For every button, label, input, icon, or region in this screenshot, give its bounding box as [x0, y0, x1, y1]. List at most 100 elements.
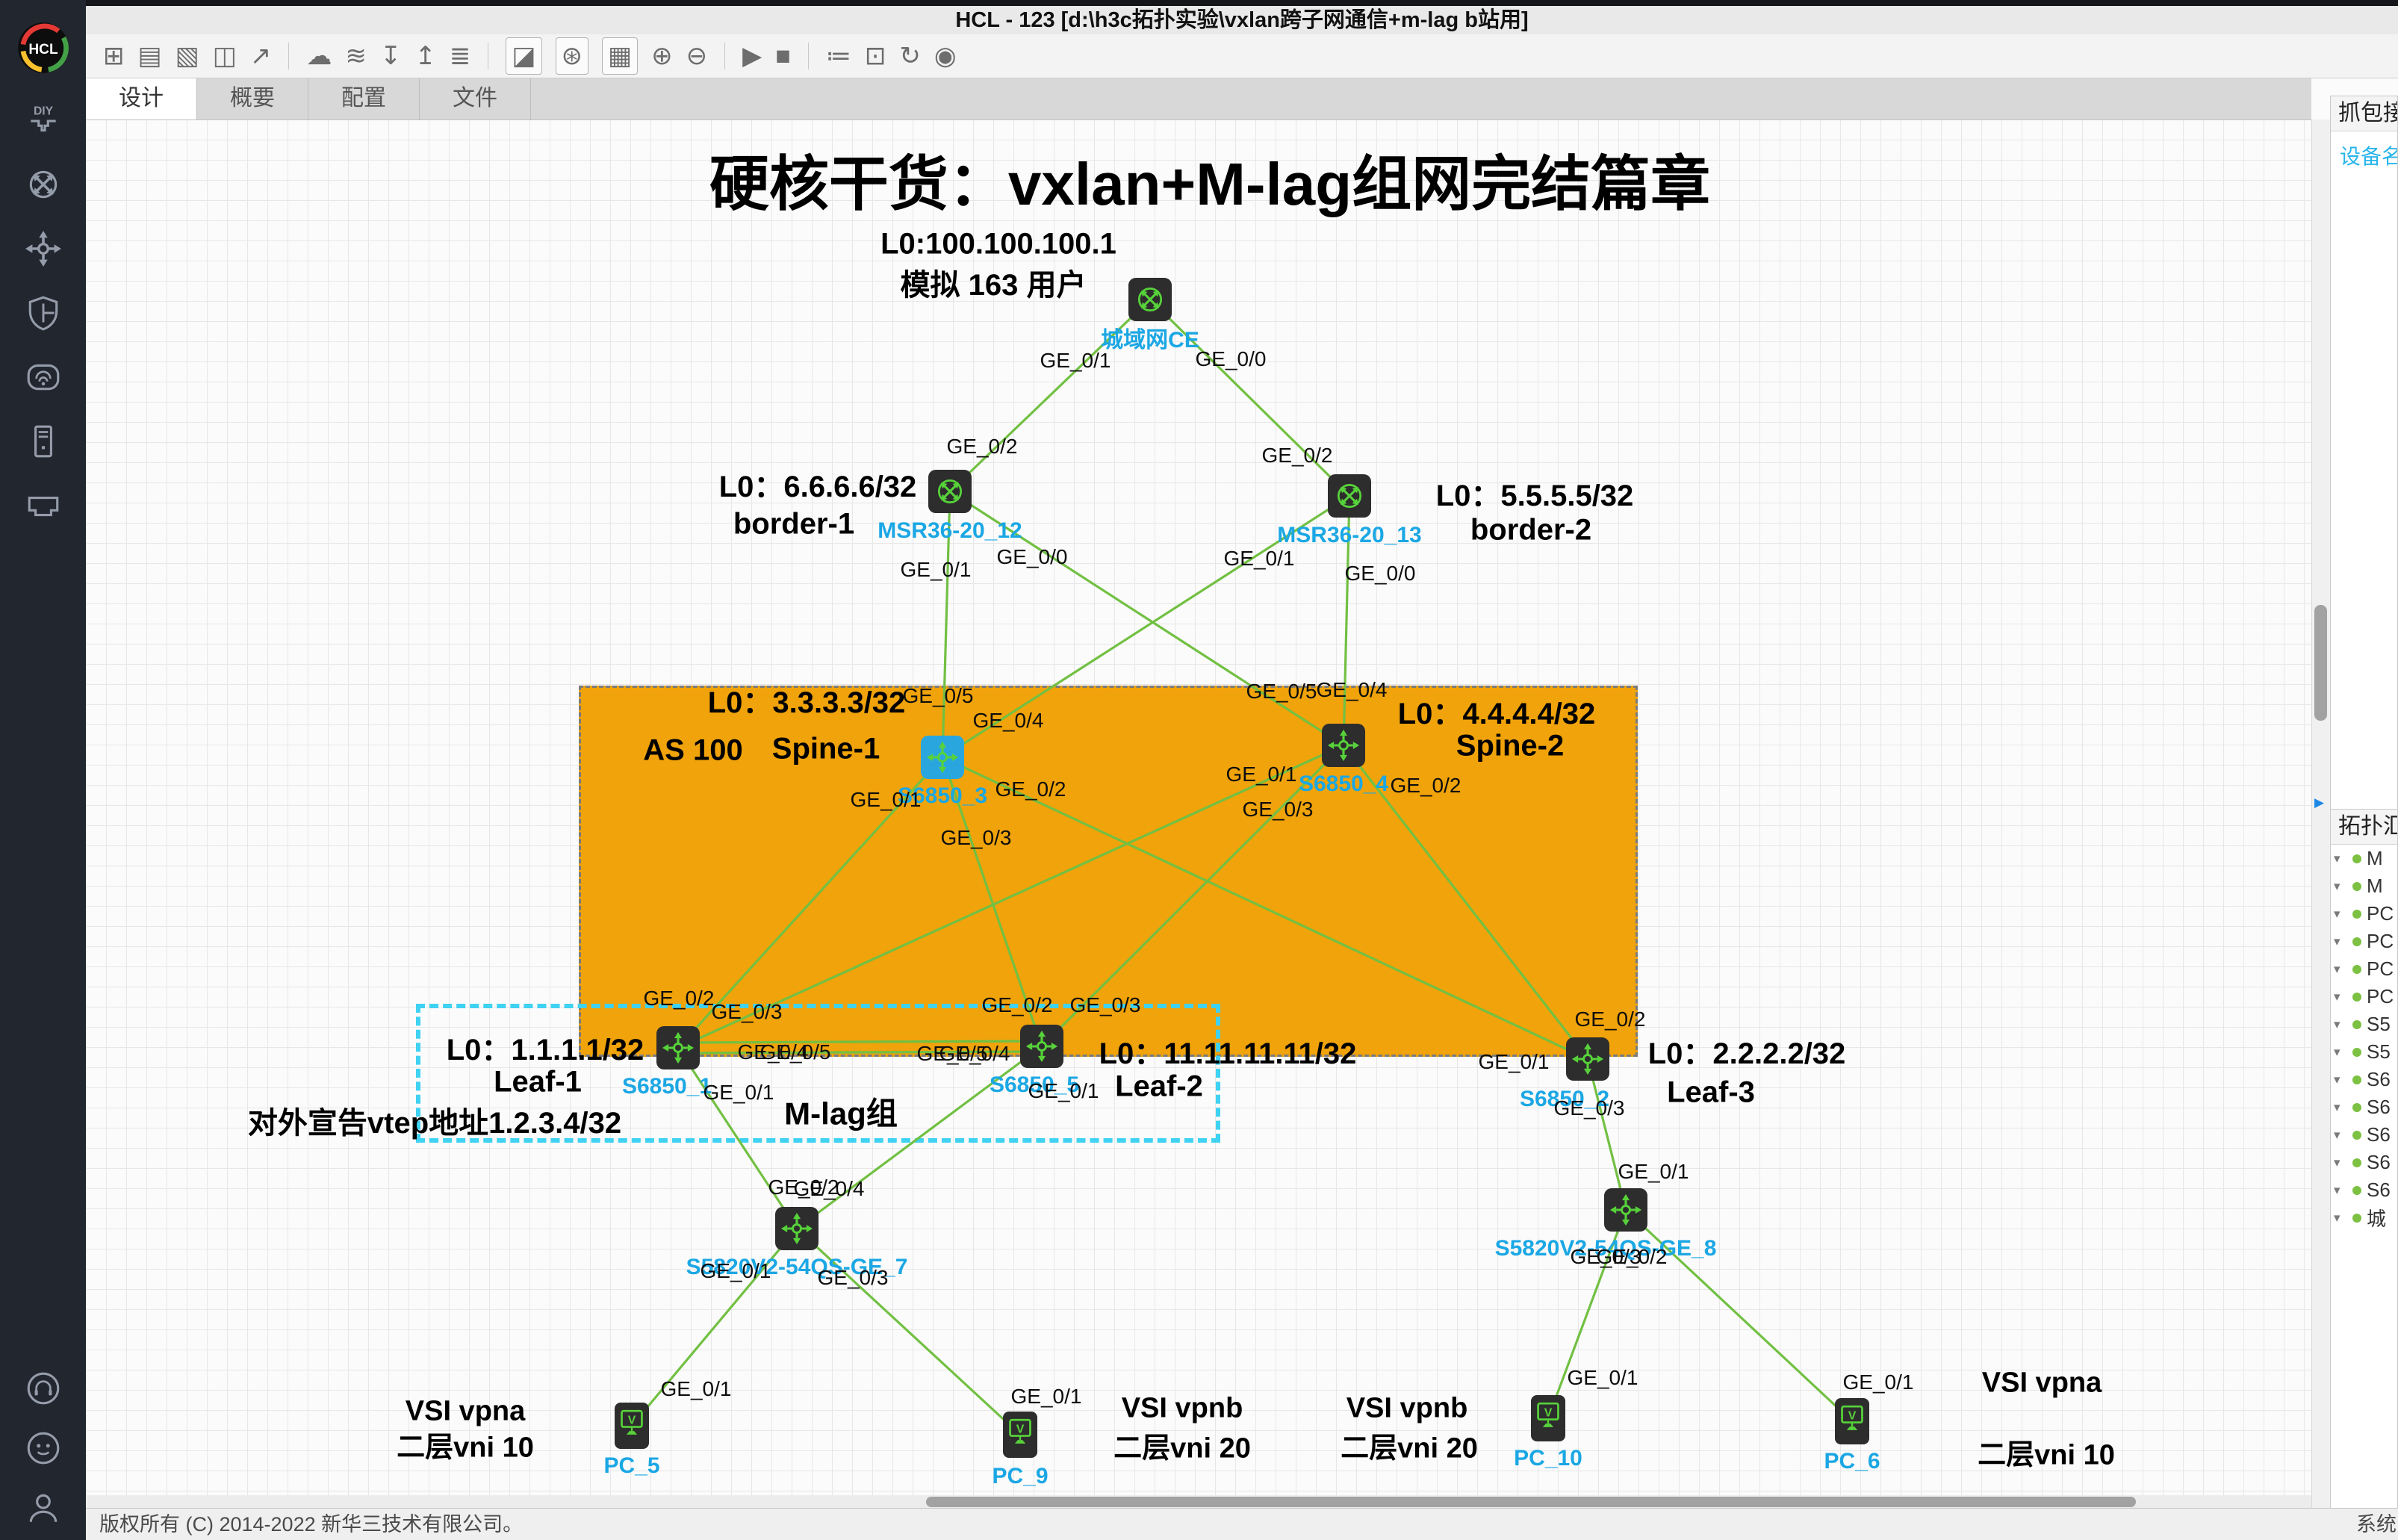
device-tree-item[interactable]: ▾S5 [2331, 1038, 2397, 1066]
tab-config[interactable]: 配置 [308, 78, 420, 119]
device-status-dot [2352, 881, 2361, 891]
chevron-down-icon[interactable]: ▾ [2334, 989, 2340, 1004]
node-l1[interactable] [656, 1026, 700, 1069]
network-settings-button[interactable]: ⊛ [555, 37, 588, 75]
annotation-text: L0：6.6.6.6/32 [718, 471, 917, 503]
device-tree-item[interactable]: ▾S6 [2331, 1149, 2397, 1176]
diy-device-icon[interactable] [25, 102, 62, 139]
chevron-down-icon[interactable]: ▾ [2334, 1072, 2340, 1087]
export-button[interactable]: ↥ [414, 42, 436, 70]
firewall-icon[interactable] [25, 294, 62, 332]
add-connection-button[interactable]: ↻ [899, 42, 921, 70]
wireless-icon[interactable] [25, 358, 62, 396]
chevron-down-icon[interactable]: ▾ [2334, 906, 2340, 921]
user-icon[interactable] [25, 1489, 62, 1527]
chevron-down-icon[interactable]: ▾ [2334, 1155, 2340, 1170]
device-tree-item[interactable]: ▾城 [2331, 1204, 2397, 1232]
device-filter-link[interactable]: 设备名 [2340, 145, 2397, 168]
project-folder-button[interactable]: ▧ [175, 42, 199, 70]
router-icon [934, 475, 966, 508]
node-pc5[interactable] [615, 1403, 649, 1449]
grid-view-button[interactable]: ▦ [602, 37, 639, 75]
chevron-down-icon[interactable]: ▾ [2334, 1127, 2340, 1142]
node-l3[interactable] [1566, 1037, 1609, 1081]
vertical-scroll-thumb[interactable] [2314, 605, 2327, 721]
tab-files[interactable]: 文件 [420, 78, 531, 119]
zoom-in-button[interactable]: ⊕ [651, 42, 673, 70]
device-tree-item[interactable]: ▾PC [2331, 928, 2397, 955]
device-status-dot [2352, 1102, 2361, 1112]
node-s4[interactable] [1322, 724, 1365, 767]
router-icon[interactable] [25, 166, 62, 203]
chevron-down-icon[interactable]: ▾ [2334, 878, 2340, 893]
node-s3[interactable] [921, 736, 964, 779]
capture-panel-title: 抓包接 [2331, 96, 2397, 131]
new-topology-button[interactable]: ⊞ [103, 42, 125, 70]
hcl-logo: HCL [17, 22, 69, 73]
horizontal-scroll-thumb[interactable] [926, 1497, 2136, 1507]
port-label: GE_0/0 [1195, 347, 1267, 370]
import-button[interactable]: ↧ [379, 42, 402, 70]
canvas-horizontal-scrollbar[interactable] [86, 1495, 2311, 1509]
chevron-down-icon[interactable]: ▾ [2334, 1099, 2340, 1114]
device-tree-item[interactable]: ▾S6 [2331, 1066, 2397, 1093]
device-tree-item[interactable]: ▾M [2331, 872, 2397, 900]
port-icon[interactable] [25, 487, 62, 524]
device-status-dot [2352, 1019, 2361, 1029]
device-tree-item[interactable]: ▾PC [2331, 983, 2397, 1010]
switch-icon[interactable] [25, 230, 62, 267]
node-ge7[interactable] [775, 1207, 819, 1250]
device-tree-item[interactable]: ▾PC [2331, 955, 2397, 983]
tab-design[interactable]: 设计 [86, 78, 197, 119]
export-project-button[interactable]: ↗ [249, 42, 272, 70]
device-tree-item[interactable]: ▾S6 [2331, 1093, 2397, 1121]
node-label-pc5: PC_5 [603, 1453, 660, 1478]
chevron-down-icon[interactable]: ▾ [2334, 1210, 2340, 1225]
add-area-button[interactable]: ⊡ [864, 42, 886, 70]
device-tree-item[interactable]: ▾S6 [2331, 1121, 2397, 1149]
start-all-button[interactable]: ▶ [742, 42, 762, 70]
device-tree-item[interactable]: ▾M [2331, 845, 2397, 872]
zoom-out-button[interactable]: ⊖ [686, 42, 708, 70]
chevron-down-icon[interactable]: ▾ [2334, 934, 2340, 948]
chevron-down-icon[interactable]: ▾ [2334, 1044, 2340, 1059]
node-pc10[interactable] [1531, 1395, 1565, 1441]
canvas-vertical-scrollbar[interactable]: ▶ [2311, 119, 2331, 1509]
assistant-icon[interactable] [25, 1429, 62, 1467]
device-tree-item[interactable]: ▾S6 [2331, 1176, 2397, 1204]
image-settings-button[interactable]: ◪ [506, 37, 542, 75]
node-msr12[interactable] [928, 470, 972, 513]
panel-collapse-icon[interactable]: ▶ [2314, 795, 2325, 810]
open-project-button[interactable]: ▤ [137, 42, 162, 70]
device-tree-item[interactable]: ▾PC [2331, 900, 2397, 928]
report-button[interactable]: ≣ [449, 42, 471, 70]
node-msr13[interactable] [1328, 474, 1371, 518]
add-note-button[interactable]: ≔ [825, 42, 851, 70]
support-icon[interactable] [25, 1370, 62, 1407]
stop-all-button[interactable]: ■ [775, 42, 791, 70]
port-label: GE_0/3 [1069, 993, 1141, 1016]
chevron-down-icon[interactable]: ▾ [2334, 961, 2340, 976]
tab-summary[interactable]: 概要 [197, 78, 308, 119]
device-status-dot [2352, 1075, 2361, 1084]
mlag-group-box [416, 1004, 1220, 1143]
node-ge8[interactable] [1604, 1188, 1647, 1232]
annotation-text: 二层vni 20 [1113, 1432, 1251, 1465]
device-tree-item[interactable]: ▾S5 [2331, 1010, 2397, 1038]
chevron-down-icon[interactable]: ▾ [2334, 1182, 2340, 1197]
node-pc9[interactable] [1003, 1412, 1037, 1458]
save-button[interactable]: ◫ [212, 42, 237, 70]
server-icon[interactable] [25, 423, 62, 460]
port-label: GE_0/5 [760, 1040, 831, 1064]
node-l2[interactable] [1020, 1025, 1063, 1068]
node-ce[interactable] [1128, 278, 1172, 321]
port-label: GE_0/2 [995, 777, 1066, 801]
snapshot-button[interactable]: ◉ [934, 42, 957, 70]
node-pc6[interactable] [1835, 1398, 1869, 1444]
chevron-down-icon[interactable]: ▾ [2334, 1016, 2340, 1031]
layers-button[interactable]: ≋ [345, 42, 367, 70]
port-label: GE_0/3 [1553, 1096, 1625, 1120]
chevron-down-icon[interactable]: ▾ [2334, 851, 2340, 866]
cloud-download-button[interactable]: ☁ [306, 42, 332, 70]
